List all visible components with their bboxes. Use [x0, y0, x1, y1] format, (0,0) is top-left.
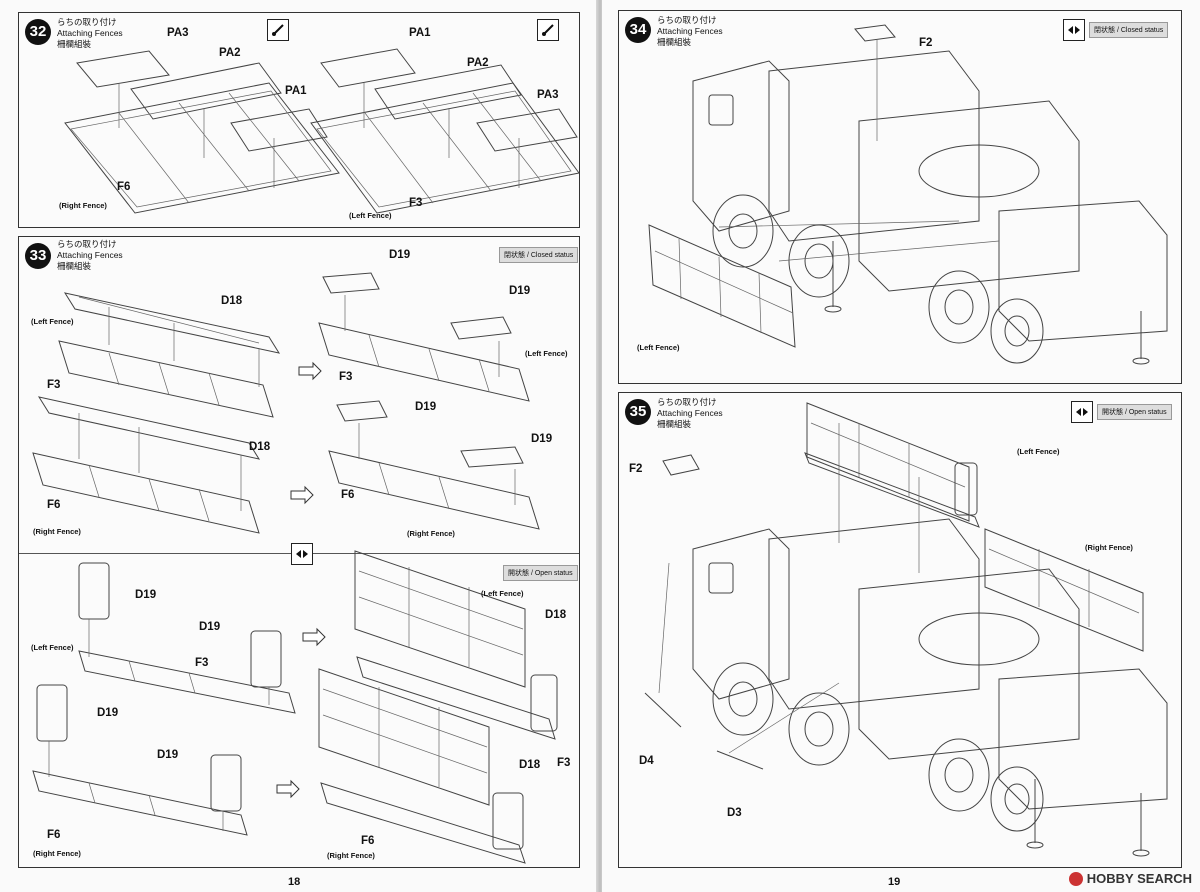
paint-brush-icon [267, 19, 289, 41]
part-label-d18: D18 [545, 609, 567, 621]
step32-panel: 32 らちの取り付け Attaching Fences 柵欄組裝 [18, 12, 580, 228]
caption-left-fence: (Left Fence) [31, 317, 74, 326]
step33-drawing [32, 272, 558, 864]
step35-title: らちの取り付け Attaching Fences 柵欄組裝 [657, 397, 723, 430]
part-label-f6: F6 [361, 835, 375, 847]
part-label-pa2: PA2 [467, 57, 489, 69]
part-label-d18: D18 [519, 759, 541, 771]
part-label-f3: F3 [557, 757, 571, 769]
open-close-arrows-icon [291, 543, 313, 565]
closed-status-label: 閉状態 / Closed status [1089, 22, 1169, 38]
caption-right-fence: (Right Fence) [407, 529, 455, 538]
part-label-f6: F6 [117, 181, 131, 193]
open-status-badge: 開状態 / Open status [503, 565, 578, 581]
step34-title-jp: らちの取り付け [657, 15, 717, 25]
step34-title: らちの取り付け Attaching Fences 柵欄組裝 [657, 15, 723, 48]
step35-title-jp2: 柵欄組裝 [657, 419, 692, 429]
part-label-f3: F3 [409, 197, 423, 209]
step32-right-fence-drawing [64, 48, 580, 214]
hobby-search-logo-icon [1068, 871, 1083, 886]
step34-number: 34 [625, 17, 651, 43]
caption-right-fence: (Right Fence) [327, 851, 375, 860]
step35-panel: 35 らちの取り付け Attaching Fences 柵欄組裝 開状態 / O… [618, 392, 1182, 868]
part-label-d4: D4 [639, 755, 654, 767]
step33-number: 33 [25, 243, 51, 269]
part-label-d18: D18 [221, 295, 243, 307]
part-label-pa3: PA3 [537, 89, 559, 101]
part-label-pa1: PA1 [409, 27, 431, 39]
part-label-d19: D19 [509, 285, 531, 297]
step33-title-jp: らちの取り付け [57, 239, 117, 249]
step33-title-en: Attaching Fences [57, 250, 123, 260]
part-label-d19: D19 [135, 589, 157, 601]
caption-right-fence: (Right Fence) [33, 527, 81, 536]
truck-drawing-step35 [644, 402, 1168, 857]
caption-left-fence: (Left Fence) [1017, 447, 1060, 456]
part-label-d19: D19 [415, 401, 437, 413]
step32-title-en: Attaching Fences [57, 28, 123, 38]
open-close-arrows-icon [1063, 19, 1085, 41]
open-status-badge: 開状態 / Open status [1071, 401, 1172, 423]
part-label-pa2: PA2 [219, 47, 241, 59]
part-label-d19: D19 [389, 249, 411, 261]
step34-panel: 34 らちの取り付け Attaching Fences 柵欄組裝 閉状態 / C… [618, 10, 1182, 384]
caption-right-fence: (Right Fence) [33, 849, 81, 858]
closed-status-label: 閉状態 / Closed status [499, 247, 579, 263]
part-label-f6: F6 [47, 829, 61, 841]
caption-left-fence: (Left Fence) [637, 343, 680, 352]
part-label-pa3: PA3 [167, 27, 189, 39]
step32-title-jp2: 柵欄組裝 [57, 39, 92, 49]
right-page: 34 らちの取り付け Attaching Fences 柵欄組裝 閉状態 / C… [602, 0, 1200, 892]
page-number-right: 19 [888, 876, 901, 888]
closed-status-badge: 閉状態 / Closed status [499, 247, 579, 263]
part-label-d3: D3 [727, 807, 742, 819]
step35-title-en: Attaching Fences [657, 408, 723, 418]
part-label-f3: F3 [47, 379, 61, 391]
part-label-f6: F6 [341, 489, 355, 501]
open-close-arrows-icon [1071, 401, 1093, 423]
caption-left-fence: (Left Fence) [31, 643, 74, 652]
part-label-d19: D19 [199, 621, 221, 633]
step32-title-jp: らちの取り付け [57, 17, 117, 27]
part-label-f3: F3 [339, 371, 353, 383]
left-page: 32 らちの取り付け Attaching Fences 柵欄組裝 [0, 0, 598, 892]
watermark-text: HOBBY SEARCH [1086, 871, 1192, 886]
open-status-label: 開状態 / Open status [1097, 404, 1172, 420]
step33-panel: 33 らちの取り付け Attaching Fences 柵欄組裝 閉状態 / C… [18, 236, 580, 868]
part-label-d18: D18 [249, 441, 271, 453]
watermark: HOBBY SEARCH [1068, 871, 1192, 886]
caption-right-fence: (Right Fence) [1085, 543, 1133, 552]
part-label-f2: F2 [629, 463, 643, 475]
part-label-pa1: PA1 [285, 85, 307, 97]
step35-number: 35 [625, 399, 651, 425]
paint-brush-icon [537, 19, 559, 41]
caption-left-fence: (Left Fence) [481, 589, 524, 598]
page-number-left: 18 [288, 876, 301, 888]
step34-title-jp2: 柵欄組裝 [657, 37, 692, 47]
part-label-d19: D19 [531, 433, 553, 445]
caption-right-fence: (Right Fence) [59, 201, 107, 210]
step32-title: らちの取り付け Attaching Fences 柵欄組裝 [57, 17, 123, 50]
truck-drawing-step34 [648, 24, 1168, 365]
part-label-f6: F6 [47, 499, 61, 511]
open-status-label: 開状態 / Open status [503, 565, 578, 581]
step33-title-jp2: 柵欄組裝 [57, 261, 92, 271]
closed-status-badge: 閉状態 / Closed status [1063, 19, 1169, 41]
part-label-d19: D19 [97, 707, 119, 719]
step33-title: らちの取り付け Attaching Fences 柵欄組裝 [57, 239, 123, 272]
part-label-d19: D19 [157, 749, 179, 761]
step32-number: 32 [25, 19, 51, 45]
step34-title-en: Attaching Fences [657, 26, 723, 36]
book-gutter [596, 0, 604, 892]
caption-left-fence: (Left Fence) [349, 211, 392, 220]
part-label-f2: F2 [919, 37, 933, 49]
caption-left-fence: (Left Fence) [525, 349, 568, 358]
step35-title-jp: らちの取り付け [657, 397, 717, 407]
part-label-f3: F3 [195, 657, 209, 669]
